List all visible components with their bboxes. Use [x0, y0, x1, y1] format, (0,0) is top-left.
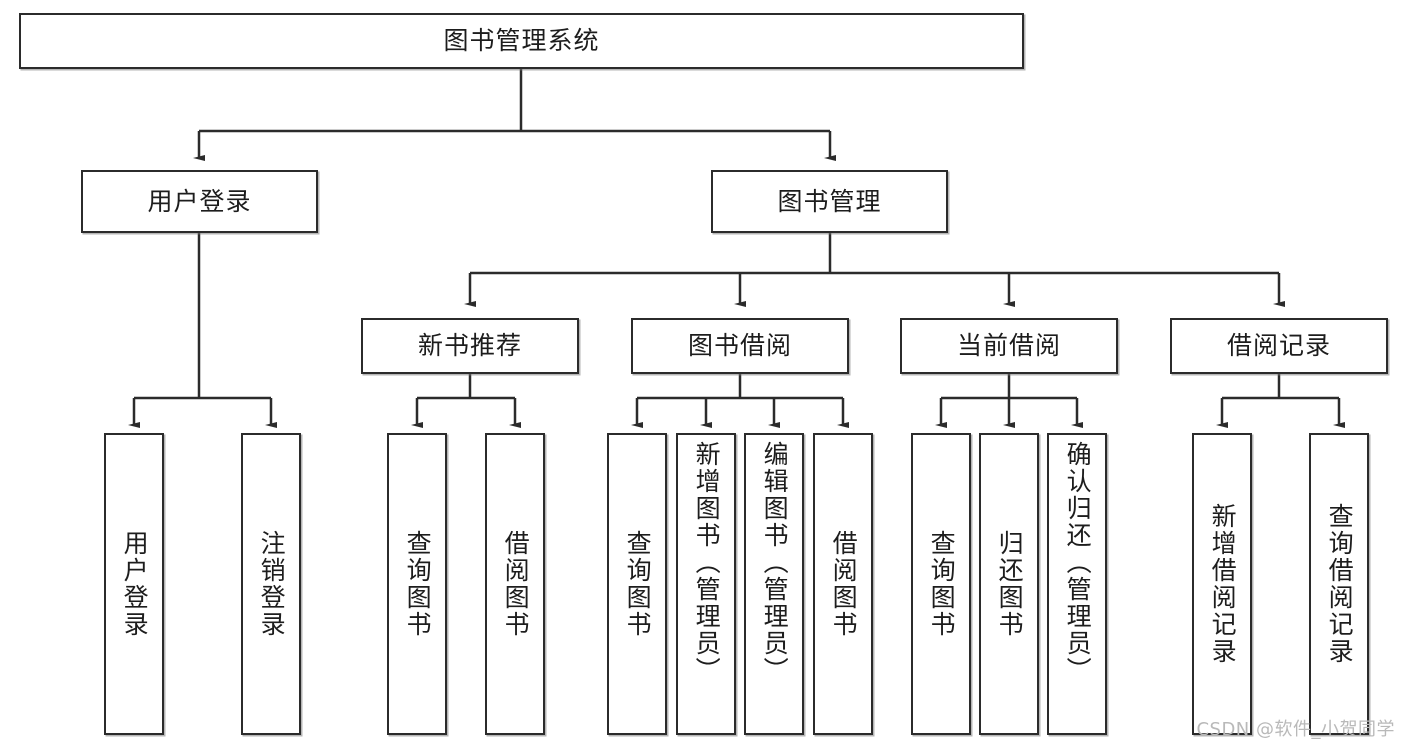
node-root-system-label: 图书管理系统: [443, 26, 600, 56]
node-leaf-confirm-return-admin[interactable]: 确认归还（管理员）: [1047, 433, 1107, 735]
node-leaf-query-book-recommend-label: 查询图书: [403, 530, 433, 638]
node-leaf-borrow-book[interactable]: 借阅图书: [813, 433, 873, 735]
node-leaf-edit-book-admin[interactable]: 编辑图书（管理员）: [744, 433, 804, 735]
node-leaf-borrow-book-recommend[interactable]: 借阅图书: [485, 433, 545, 735]
node-root-system[interactable]: 图书管理系统: [19, 13, 1024, 69]
node-leaf-logout-label: 注销登录: [257, 530, 287, 638]
node-leaf-add-borrow-record[interactable]: 新增借阅记录: [1192, 433, 1252, 735]
node-borrow-record[interactable]: 借阅记录: [1170, 318, 1388, 374]
node-leaf-query-book-current-label: 查询图书: [927, 530, 957, 638]
node-leaf-add-borrow-record-label: 新增借阅记录: [1208, 503, 1238, 665]
node-leaf-query-borrow-record-label: 查询借阅记录: [1325, 503, 1355, 665]
node-leaf-edit-book-admin-label: 编辑图书（管理员）: [760, 441, 790, 684]
node-leaf-query-book-current[interactable]: 查询图书: [911, 433, 971, 735]
node-leaf-return-book-label: 归还图书: [995, 530, 1025, 638]
node-leaf-logout[interactable]: 注销登录: [241, 433, 301, 735]
node-new-book-recommend[interactable]: 新书推荐: [361, 318, 579, 374]
node-book-management-label: 图书管理: [777, 186, 882, 216]
node-leaf-add-book-admin[interactable]: 新增图书（管理员）: [676, 433, 736, 735]
node-leaf-confirm-return-admin-label: 确认归还（管理员）: [1063, 441, 1093, 684]
node-current-borrow[interactable]: 当前借阅: [900, 318, 1118, 374]
node-new-book-recommend-label: 新书推荐: [417, 331, 522, 361]
node-current-borrow-label: 当前借阅: [956, 331, 1061, 361]
node-leaf-query-borrow-record[interactable]: 查询借阅记录: [1309, 433, 1369, 735]
node-book-management[interactable]: 图书管理: [711, 170, 948, 233]
node-book-borrow[interactable]: 图书借阅: [631, 318, 849, 374]
node-leaf-query-book-borrow-label: 查询图书: [623, 530, 653, 638]
node-leaf-query-book-recommend[interactable]: 查询图书: [387, 433, 447, 735]
node-leaf-add-book-admin-label: 新增图书（管理员）: [692, 441, 722, 684]
watermark-text: CSDN @软件_小贺同学: [1196, 719, 1395, 740]
node-book-borrow-label: 图书借阅: [687, 331, 792, 361]
node-leaf-borrow-book-recommend-label: 借阅图书: [501, 530, 531, 638]
node-leaf-user-login[interactable]: 用户登录: [104, 433, 164, 735]
node-user-login-label: 用户登录: [147, 186, 252, 216]
node-leaf-return-book[interactable]: 归还图书: [979, 433, 1039, 735]
node-borrow-record-label: 借阅记录: [1226, 331, 1331, 361]
node-leaf-borrow-book-label: 借阅图书: [829, 530, 859, 638]
node-leaf-user-login-label: 用户登录: [120, 530, 150, 638]
node-leaf-query-book-borrow[interactable]: 查询图书: [607, 433, 667, 735]
node-user-login[interactable]: 用户登录: [81, 170, 318, 233]
